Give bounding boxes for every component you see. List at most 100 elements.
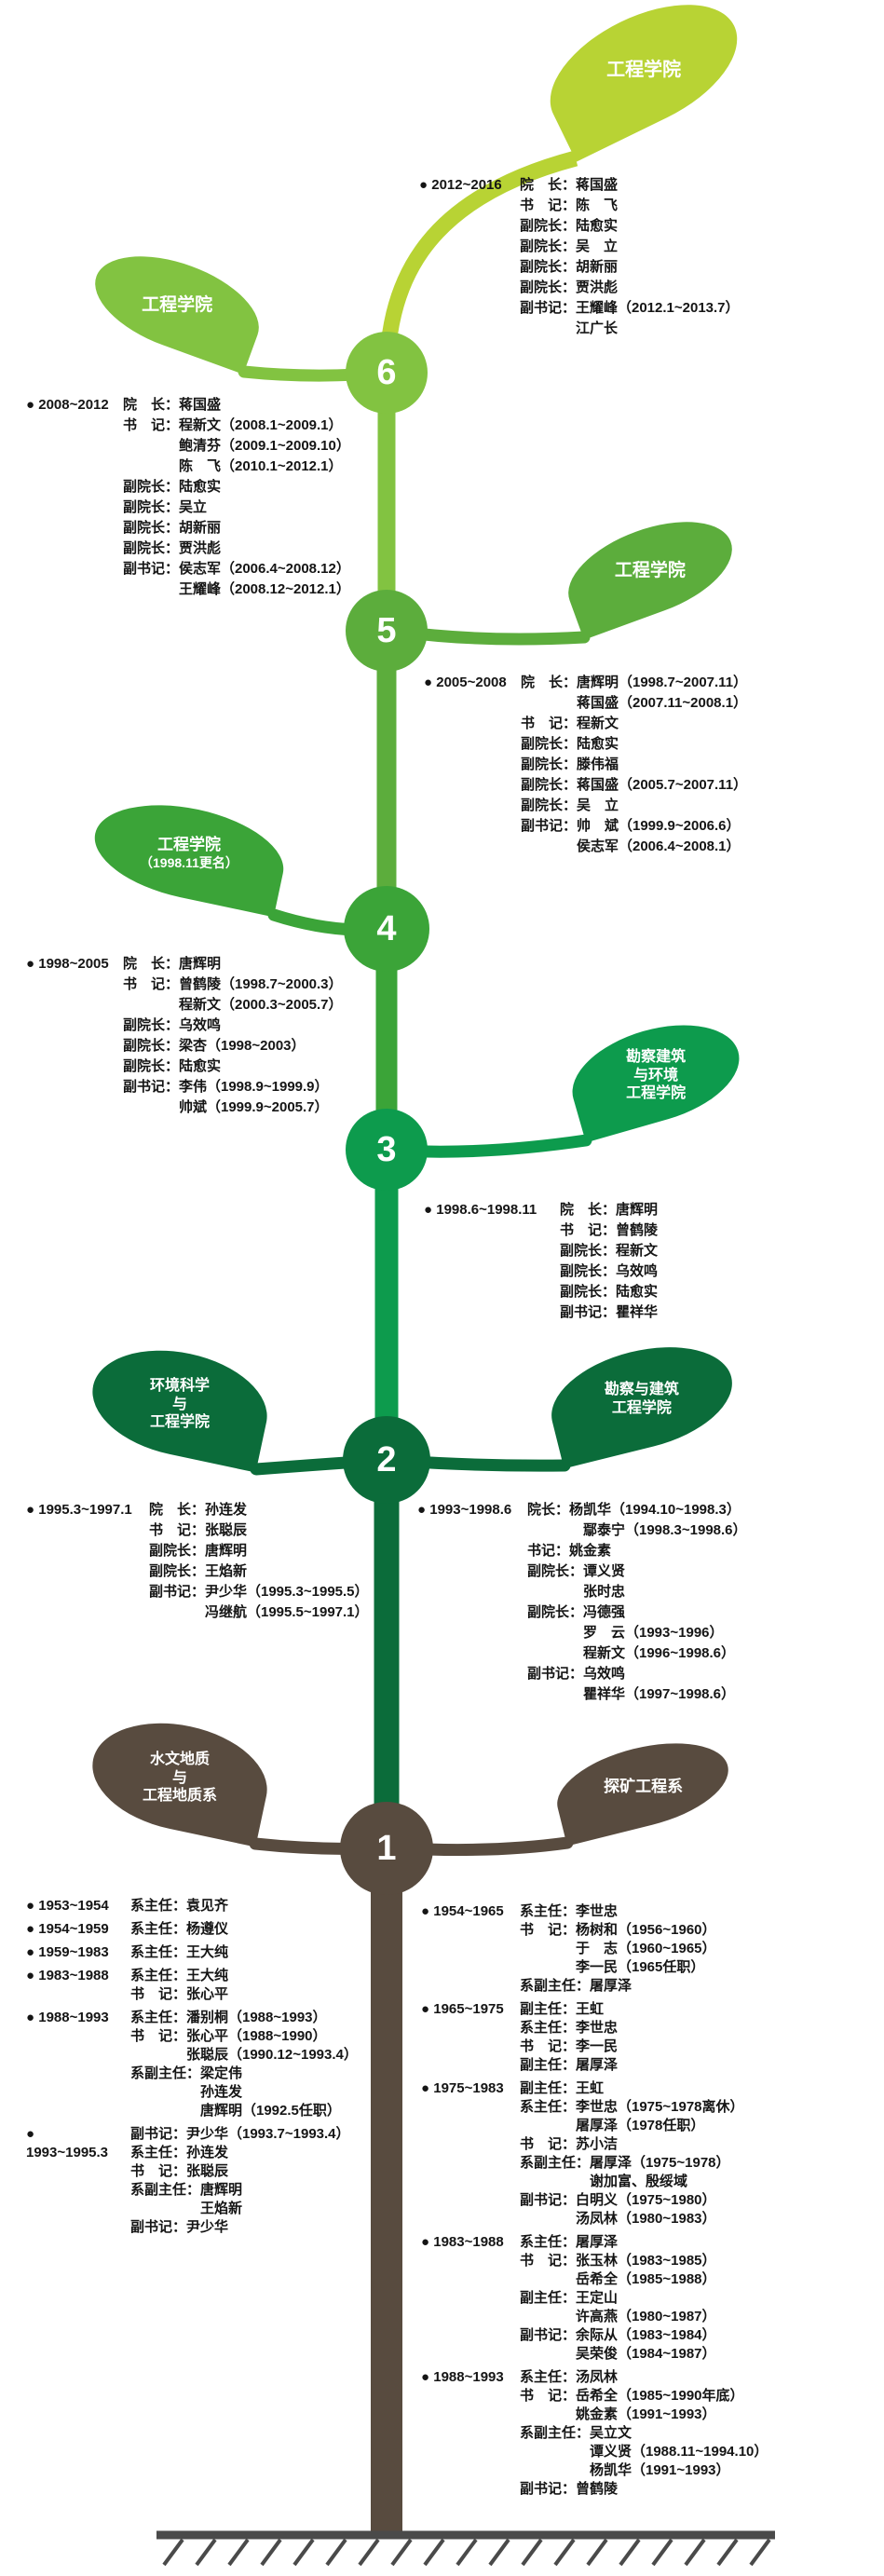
leadership-row: 副院长：冯德强 bbox=[417, 1602, 747, 1623]
period-years bbox=[26, 1015, 123, 1036]
leadership-row: 副院长：陆愈实 bbox=[424, 1282, 658, 1302]
leaf-label: 工程学院 bbox=[614, 561, 686, 581]
period-years bbox=[421, 2019, 520, 2038]
leadership-entry: 副院长：吴 立 bbox=[521, 797, 619, 813]
leadership-entry: 副书记：尹少华（1995.3~1995.5） bbox=[149, 1584, 369, 1600]
leaf-shape: 环境科学 与 工程学院 bbox=[82, 1335, 278, 1473]
leadership-entry: 瞿祥华（1997~1998.6） bbox=[583, 1686, 736, 1702]
period-years bbox=[424, 837, 521, 857]
period-years bbox=[421, 2326, 520, 2345]
leadership-entry: 副院长：乌效鸣 bbox=[560, 1263, 659, 1279]
leadership-row: 江广长 bbox=[419, 319, 740, 339]
leadership-entry: 屠厚泽（1978任职） bbox=[576, 2118, 705, 2133]
leadership-entry: 书 记：杨树和（1956~1960） bbox=[520, 1922, 716, 1938]
period-years bbox=[26, 2181, 130, 2200]
leadership-entry: 院 长：唐辉明 bbox=[123, 956, 222, 972]
leadership-entry: 院 长：唐辉明（1998.7~2007.11） bbox=[521, 675, 748, 690]
leadership-row: 书 记：张聪辰 bbox=[26, 2162, 358, 2181]
leadership-row: 瞿祥华（1997~1998.6） bbox=[417, 1684, 747, 1705]
leadership-entry: 书 记：苏小洁 bbox=[520, 2136, 619, 2152]
period-years bbox=[26, 436, 123, 457]
period-years bbox=[417, 1623, 527, 1643]
leadership-row: 书记：姚金素 bbox=[417, 1541, 747, 1561]
leadership-entry: 程新文（2000.3~2005.7） bbox=[179, 997, 343, 1013]
leadership-entry: 系主任：李世忠 bbox=[520, 1903, 619, 1919]
period-years bbox=[417, 1541, 527, 1561]
period-years bbox=[419, 298, 520, 319]
leadership-entry: 副书记：王耀峰（2012.1~2013.7） bbox=[520, 300, 740, 316]
leadership-entry: 帅斌（1999.9~2005.7） bbox=[179, 1099, 329, 1115]
leadership-entry: 副院长：梁杏（1998~2003） bbox=[123, 1038, 306, 1054]
leaf-label: 工程学院 bbox=[605, 59, 681, 80]
period-years bbox=[421, 1958, 520, 1977]
node-number: 1 bbox=[376, 1828, 397, 1868]
leadership-row: 鲍清芬（2009.1~2009.10） bbox=[26, 436, 350, 457]
timeline-node-3: 3 bbox=[346, 1109, 428, 1191]
leadership-entry: 副书记：尹少华（1993.7~1993.4） bbox=[130, 2126, 350, 2142]
timeline-node-6: 6 bbox=[346, 332, 428, 414]
leadership-row: 副院长：胡新丽 bbox=[26, 518, 350, 538]
leadership-row: 副院长：陆愈实 bbox=[26, 477, 350, 497]
timeline-node-5: 5 bbox=[346, 590, 428, 672]
leadership-row: 副院长：吴立 bbox=[26, 497, 350, 518]
leadership-entry: 系主任：杨遵仪 bbox=[130, 1921, 229, 1937]
leadership-row: 书 记：李一民 bbox=[421, 2038, 768, 2056]
node-number: 2 bbox=[376, 1439, 397, 1479]
leadership-entry: 系副主任：屠厚泽 bbox=[520, 1978, 632, 1994]
leadership-row: 岳希全（1985~1988） bbox=[421, 2270, 768, 2289]
period-years bbox=[421, 2135, 520, 2154]
period-years bbox=[26, 1602, 149, 1623]
leadership-row: 书 记：陈 飞 bbox=[419, 196, 740, 216]
leadership-entry: 副院长：吴立 bbox=[123, 499, 208, 515]
period-years bbox=[424, 1241, 560, 1261]
leadership-row: 副院长：陆愈实 bbox=[424, 734, 747, 755]
leadership-entry: 副书记：帅 斌（1999.9~2006.6） bbox=[521, 818, 741, 834]
period-years bbox=[417, 1684, 527, 1705]
period-years bbox=[26, 1056, 123, 1077]
leaf-shape: 水文地质 与 工程地质系 bbox=[82, 1708, 278, 1847]
leadership-entry: 汤凤林（1980~1983） bbox=[576, 2211, 716, 2227]
leadership-entry: 院 长：孙连发 bbox=[149, 1502, 248, 1518]
period-years bbox=[424, 755, 521, 775]
leadership-row: 副书记：乌效鸣 bbox=[417, 1664, 747, 1684]
leadership-row: 蒋国盛（2007.11~2008.1） bbox=[424, 693, 747, 714]
period-years bbox=[26, 518, 123, 538]
leadership-row: 书 记：曾鹤陵 bbox=[424, 1220, 658, 1241]
leadership-entry: 副书记：白明义（1975~1980） bbox=[520, 2192, 716, 2208]
period-years: ● 1959~1983 bbox=[26, 1944, 109, 1960]
leadership-row: 孙连发 bbox=[26, 2083, 358, 2102]
leadership-row: 副院长：程新文 bbox=[424, 1241, 658, 1261]
leadership-row: 系副主任：屠厚泽 bbox=[421, 1977, 768, 1996]
leadership-entry: 冯继航（1995.5~1997.1） bbox=[205, 1604, 369, 1620]
period-years bbox=[421, 2117, 520, 2135]
period-years bbox=[421, 2387, 520, 2406]
leaf-label: 水文地质 与 工程地质系 bbox=[142, 1751, 218, 1804]
leadership-row: 程新文（1996~1998.6） bbox=[417, 1643, 747, 1664]
leadership-entry: 书 记：张聪辰 bbox=[149, 1522, 248, 1538]
leadership-row: 张聪辰（1990.12~1993.4） bbox=[26, 2046, 358, 2065]
leaf-engineering-college-2012: 工程学院 bbox=[529, 0, 758, 162]
leadership-row: 侯志军（2006.4~2008.1） bbox=[424, 837, 747, 857]
period-years bbox=[26, 2102, 130, 2120]
leadership-row: 姚金素（1991~1993） bbox=[421, 2406, 768, 2424]
leadership-row: 鄢泰宁（1998.3~1998.6） bbox=[417, 1520, 747, 1541]
leadership-row: 张时忠 bbox=[417, 1582, 747, 1602]
leaf-label: 勘察与建筑 工程学院 bbox=[604, 1382, 680, 1417]
period-years: ● 1995.3~1997.1 bbox=[26, 1502, 132, 1518]
period-years bbox=[421, 2038, 520, 2056]
leadership-row: 书 记：程新文 bbox=[424, 714, 747, 734]
leadership-entry: 王焰新 bbox=[200, 2201, 243, 2216]
leadership-entry: 副院长：乌效鸣 bbox=[123, 1017, 222, 1033]
leadership-entry: 系副主任：梁定伟 bbox=[130, 2065, 243, 2081]
period-years bbox=[417, 1643, 527, 1664]
period-years bbox=[26, 579, 123, 600]
period-years bbox=[424, 816, 521, 837]
